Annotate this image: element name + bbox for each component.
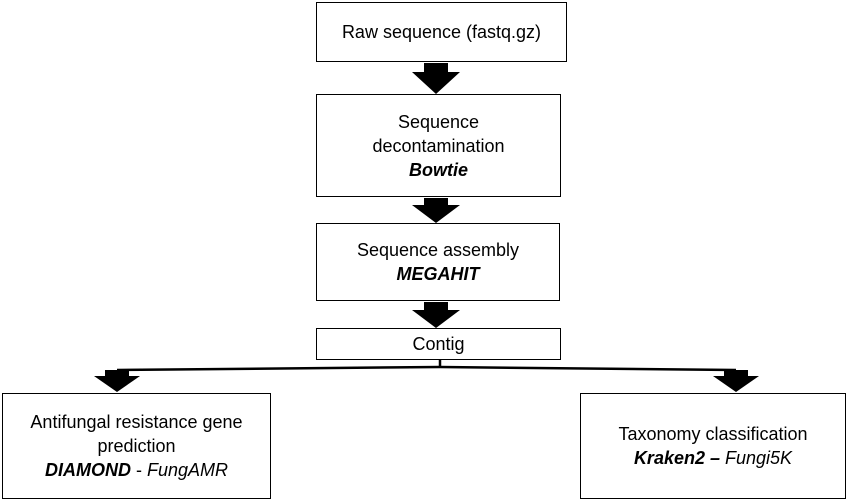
amr-database: FungAMR [146,460,229,480]
assembly-tool: MEGAHIT [396,264,480,284]
amr-label-line1: Antifungal resistance gene [30,412,243,432]
contig-label: Contig [412,334,465,354]
assembly-label: Sequence assembly [356,240,520,260]
taxonomy-separator: – [704,448,725,468]
amr-tool-row: DIAMOND - FungAMR [45,458,228,482]
taxonomy-label: Taxonomy classification [618,424,808,444]
amr-tool: DIAMOND [44,460,131,480]
contig-box: Contig [316,328,561,360]
decontamination-tool: Bowtie [408,159,468,180]
amr-label-line2: prediction [97,436,176,456]
arrow-contig-to-taxonomy [713,370,759,392]
arrow-decontamination-to-assembly [412,198,460,223]
arrow-raw-to-decontamination [412,63,460,94]
decontamination-box: Sequence decontamination Bowtie [316,94,561,197]
branch-line-left [116,365,441,372]
branch-line-right [439,365,737,372]
amr-prediction-box: Antifungal resistance gene prediction DI… [2,393,271,499]
decontamination-label-line2: decontamination [372,135,505,156]
raw-sequence-box: Raw sequence (fastq.gz) [316,2,567,62]
raw-sequence-label: Raw sequence (fastq.gz) [341,22,542,42]
taxonomy-tool: Kraken2 [633,448,705,468]
amr-separator: - [130,460,147,480]
taxonomy-database: Fungi5K [725,448,793,468]
assembly-box: Sequence assembly MEGAHIT [316,223,560,301]
arrow-assembly-to-contig [412,302,460,328]
decontamination-label-line1: Sequence [397,111,480,132]
taxonomy-tool-row: Kraken2 – Fungi5K [634,446,792,470]
arrow-contig-to-amr [94,370,140,392]
taxonomy-box: Taxonomy classification Kraken2 – Fungi5… [580,393,846,499]
